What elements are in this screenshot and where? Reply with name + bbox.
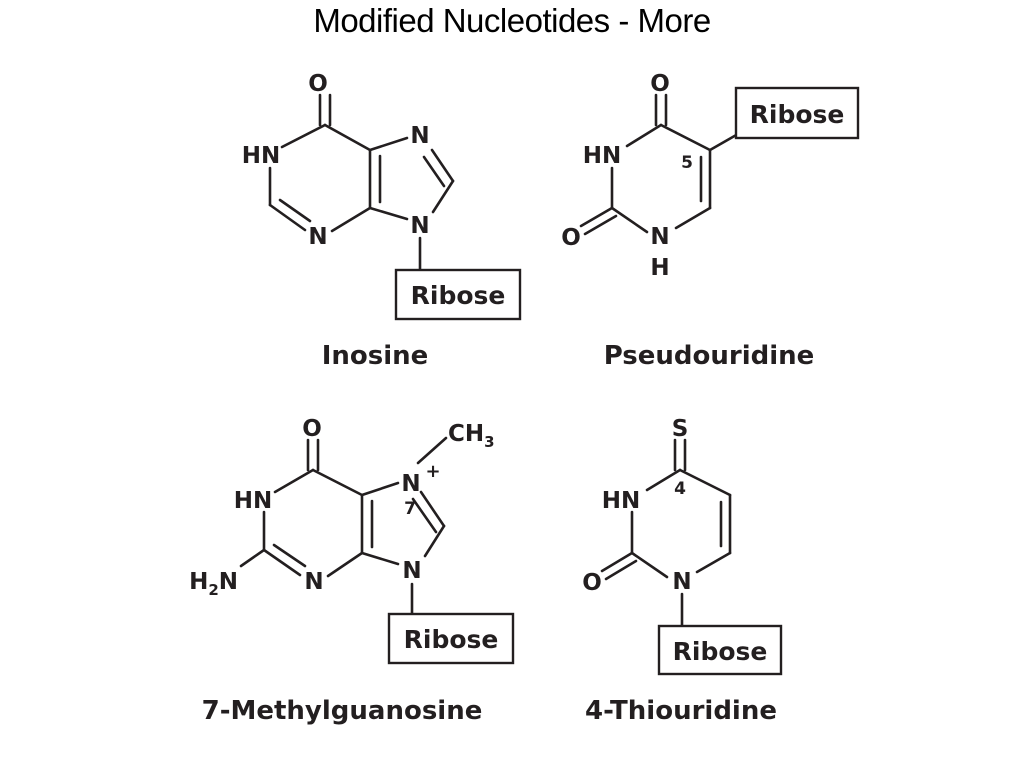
thiouridine-ribose-box: [657, 624, 783, 676]
methylguanosine-methyl-group: CH3: [448, 421, 495, 451]
pseudouridine-atom-hn3: HN: [583, 143, 622, 169]
methylguanosine-atom-labels: O HN N N N + 7 CH3 H2N: [189, 416, 495, 599]
thiouridine-atom-labels: S HN O N 4: [582, 416, 691, 596]
thiouridine-name: 4-Thiouridine: [585, 696, 777, 726]
pseudouridine-structure: O HN O N H 5 Ribose: [561, 71, 860, 281]
methylguanosine-atom-n9: N: [402, 558, 421, 584]
pseudouridine-atom-h1: H: [650, 255, 669, 281]
pseudouridine-atom-o4: O: [650, 71, 670, 97]
inosine-atom-n9: N: [410, 213, 429, 239]
methylguanosine-atom-hn1: HN: [234, 488, 273, 514]
pseudouridine-atom-labels: O HN O N H 5: [561, 71, 693, 281]
methylguanosine-structure: O HN N N N + 7 CH3 H2N Ribose: [189, 416, 515, 665]
methylguanosine-ribose-box: [387, 612, 515, 665]
methylguanosine-position-label: 7: [404, 499, 416, 519]
page-title: Modified Nucleotides - More: [313, 2, 711, 39]
thiouridine-structure: S HN O N 4 Ribose: [582, 416, 783, 676]
methylguanosine-bonds: [239, 436, 448, 616]
pseudouridine-ribose-box: [734, 86, 860, 140]
thiouridine-atom-n1: N: [672, 569, 691, 595]
pseudouridine-bonds: [579, 93, 740, 236]
methylguanosine-name: 7-Methylguanosine: [202, 696, 483, 726]
methylguanosine-atom-n3: N: [304, 569, 323, 595]
methylguanosine-amino-group: H2N: [189, 569, 238, 599]
methylguanosine-charge: +: [425, 461, 440, 482]
inosine-name: Inosine: [322, 341, 429, 371]
pseudouridine-ribose-label: Ribose: [750, 100, 845, 129]
inosine-atom-hn1: HN: [242, 143, 281, 169]
thiouridine-bonds: [600, 438, 732, 628]
inosine-atom-o6: O: [308, 71, 328, 97]
methylguanosine-atom-o6: O: [302, 416, 322, 442]
thiouridine-ribose-label: Ribose: [673, 637, 768, 666]
pseudouridine-atom-o2: O: [561, 225, 581, 251]
thiouridine-atom-s4: S: [672, 416, 689, 442]
inosine-atom-n3: N: [308, 224, 327, 250]
thiouridine-position-label: 4: [674, 479, 686, 499]
inosine-atom-n7: N: [410, 123, 429, 149]
thiouridine-atom-hn3: HN: [602, 488, 641, 514]
inosine-bonds: [268, 93, 455, 272]
pseudouridine-atom-n1: N: [650, 224, 669, 250]
pseudouridine-position-label: 5: [681, 153, 693, 173]
inosine-ribose-label: Ribose: [411, 281, 506, 310]
methylguanosine-ribose-label: Ribose: [404, 625, 499, 654]
thiouridine-atom-o2: O: [582, 570, 602, 596]
inosine-ribose-box: [394, 268, 522, 321]
methylguanosine-atom-n7: N: [401, 471, 420, 497]
inosine-atom-labels: O HN N N N: [242, 71, 430, 250]
inosine-structure: O HN N N N Ribose: [242, 71, 522, 321]
pseudouridine-name: Pseudouridine: [604, 341, 815, 371]
